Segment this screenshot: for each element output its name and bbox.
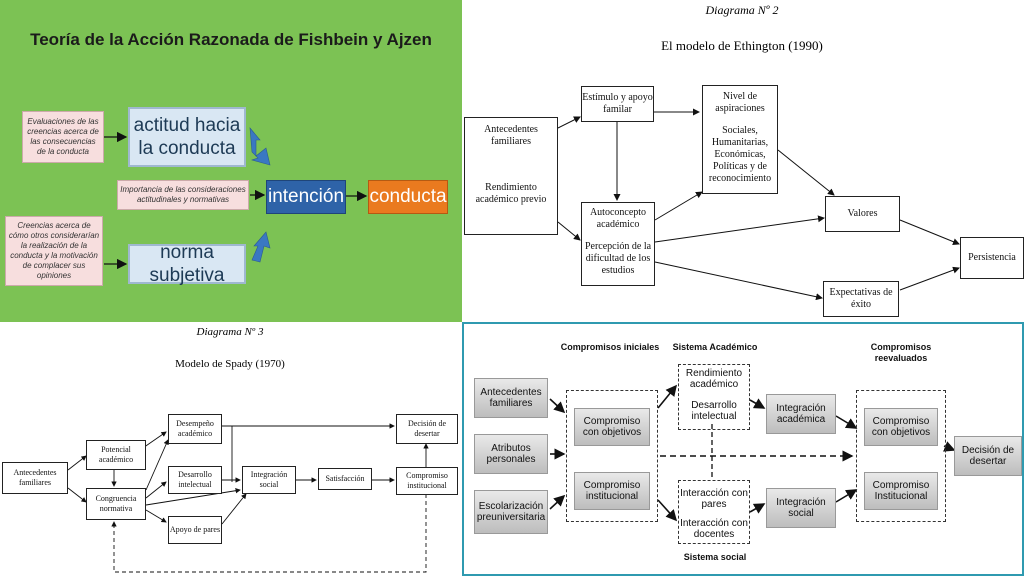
block-arrow-norma-intencion: [251, 231, 271, 263]
spady-title: Modelo de Spady (1970): [175, 358, 285, 370]
fishbein-title: Teoría de la Acción Razonada de Fishbein…: [30, 30, 432, 49]
expectativas-box: Expectativas de éxito: [823, 281, 899, 317]
sistema-academico-label: Sistema Académico: [672, 342, 758, 352]
compromisos-iniciales-group: [566, 390, 658, 522]
block-arrow-actitud-intencion: [249, 127, 271, 166]
arrow-escolarizacion-compromisos: [549, 494, 566, 510]
arrow-rendimiento-autoconcepto: [557, 221, 581, 241]
antecedentes-rendimiento-box: Antecedentes familiares Rendimiento acad…: [464, 117, 558, 235]
arrow-iniciales-social: [657, 499, 678, 522]
intencion-box: intención: [266, 180, 346, 214]
tinto-decision-box: Decisión de desertar: [954, 436, 1022, 476]
ethington-connectors: [557, 108, 960, 301]
arrow-integracion-academica-reevaluados: [835, 415, 858, 429]
sistema-social-label: Sistema social: [683, 552, 747, 562]
rendimiento-previo-text: Rendimiento académico previo: [475, 182, 547, 205]
arrow-antecedentes-estimulo: [557, 116, 581, 129]
tinto-compromiso-institucional-2-box: Compromiso Institucional: [864, 472, 938, 510]
spady-apoyo-box: Apoyo de pares: [168, 516, 222, 544]
spady-panel: Diagrama Nº 3 Modelo de Spady (1970) Ant…: [0, 322, 462, 576]
compromisos-reevaluados-label: Compromisos reevaluados: [870, 342, 932, 363]
tinto-panel: Compromisos iniciales Sistema Académico …: [462, 322, 1024, 576]
ethington-title: El modelo de Ethington (1990): [661, 38, 823, 53]
arrow-percepcion-valores: [654, 215, 825, 243]
estimulo-box: Estímulo y apoyo familar: [581, 86, 654, 122]
sistema-academico-group: [678, 364, 750, 430]
tinto-antecedentes-box: Antecedentes familiares: [474, 378, 548, 418]
arrow-antecedentes-congruencia: [67, 487, 87, 503]
arrow-antecedentes-potencial: [67, 455, 87, 471]
spady-integracion-box: Integración social: [242, 466, 296, 494]
tinto-integracion-social-box: Integración social: [766, 488, 836, 528]
arrow-integracion-social-reevaluados: [835, 489, 858, 503]
spady-desarrollo-box: Desarrollo intelectual: [168, 466, 222, 494]
arrow-congruencia-desarrollo: [145, 481, 167, 499]
tinto-connectors: [549, 384, 956, 522]
conducta-box: conducta: [368, 180, 448, 214]
arrow-iniciales-academico: [657, 384, 678, 409]
arrow-congruencia-apoyo: [145, 509, 167, 523]
evaluaciones-box: Evaluaciones de las creencias acerca de …: [22, 111, 104, 163]
spady-satisfaccion-box: Satisfacción: [318, 468, 372, 490]
actitud-box: actitud hacia la conducta: [128, 107, 246, 167]
tinto-interaccion-docentes-text: Interacción con docentes: [680, 518, 748, 540]
tinto-atributos-box: Atributos personales: [474, 434, 548, 474]
arrow-percepcion-expectativas: [654, 261, 823, 301]
arrow-antecedentes-compromisos: [549, 398, 566, 414]
fishbein-connectors: [104, 127, 368, 270]
valores-box: Valores: [825, 196, 900, 232]
tinto-compromiso-institucional-box: Compromiso institucional: [574, 472, 650, 510]
arrow-expectativas-persistencia: [899, 266, 960, 291]
percepcion-text: Percepción de la dificultad de los estud…: [584, 241, 652, 276]
spady-congruencia-box: Congruencia normativa: [86, 488, 146, 520]
tinto-integracion-academica-box: Integración académica: [766, 394, 836, 434]
ethington-diagram-label: Diagrama Nº 2: [705, 3, 779, 17]
creencias-box: Creencias acerca de cómo otros considera…: [5, 216, 103, 286]
spady-antecedentes-box: Antecedentes familiares: [2, 462, 68, 494]
sistema-social-group: [678, 480, 750, 544]
arrow-valores-persistencia: [899, 219, 960, 245]
importancia-box: Importancia de las consideraciones actit…: [117, 180, 249, 210]
spady-connectors: [67, 423, 429, 573]
tinto-desarrollo-text: Desarrollo intelectual: [691, 400, 737, 422]
spady-desempeno-box: Desempeño académico: [168, 414, 222, 444]
autoconcepto-text: Autoconcepto académico: [589, 207, 647, 230]
arrow-apoyo-integracion: [221, 493, 247, 525]
compromisos-reevaluados-group: [856, 390, 946, 522]
persistencia-box: Persistencia: [960, 237, 1024, 279]
dashed-feedback-line: [111, 494, 427, 573]
spady-potencial-box: Potencial académico: [86, 440, 146, 470]
tinto-rendimiento-text: Rendimiento académico: [685, 368, 743, 390]
compromisos-iniciales-label: Compromisos iniciales: [560, 342, 660, 352]
tinto-compromiso-objetivos-box: Compromiso con objetivos: [574, 408, 650, 446]
fishbein-ajzen-panel: Teoría de la Acción Razonada de Fishbein…: [0, 0, 462, 322]
nivel-items-text: Sociales, Humanitarias, Económicas, Polí…: [708, 125, 772, 184]
arrow-congruencia-integracion: [145, 488, 241, 506]
arrow-rendimiento-integracion: [749, 398, 766, 409]
arrow-congruencia-desempeno: [145, 439, 169, 491]
ethington-panel: Diagrama Nº 2 El modelo de Ethington (19…: [462, 0, 1024, 322]
autoconcepto-percepcion-box: Autoconcepto académico Percepción de la …: [581, 202, 655, 286]
arrow-interaccion-integracion: [749, 503, 766, 514]
arrow-nivel-valores: [777, 149, 835, 196]
spady-compromiso-box: Compromiso institucional: [396, 467, 458, 495]
arrow-autoconcepto-nivel: [654, 191, 703, 221]
nivel-aspiraciones-box: Nivel de aspiraciones Sociales, Humanita…: [702, 85, 778, 194]
tinto-escolarizacion-box: Escolarización preuniversitaria: [474, 490, 548, 534]
spady-decision-box: Decisión de desertar: [396, 414, 458, 444]
antecedentes-familiares-text: Antecedentes familiares: [484, 124, 538, 147]
tinto-interaccion-pares-text: Interacción con pares: [680, 488, 748, 510]
nivel-title-text: Nivel de aspiraciones: [715, 91, 765, 114]
spady-diagram-label: Diagrama Nº 3: [196, 326, 264, 338]
norma-subjetiva-box: norma subjetiva: [128, 242, 246, 286]
tinto-compromiso-objetivos-2-box: Compromiso con objetivos: [864, 408, 938, 446]
